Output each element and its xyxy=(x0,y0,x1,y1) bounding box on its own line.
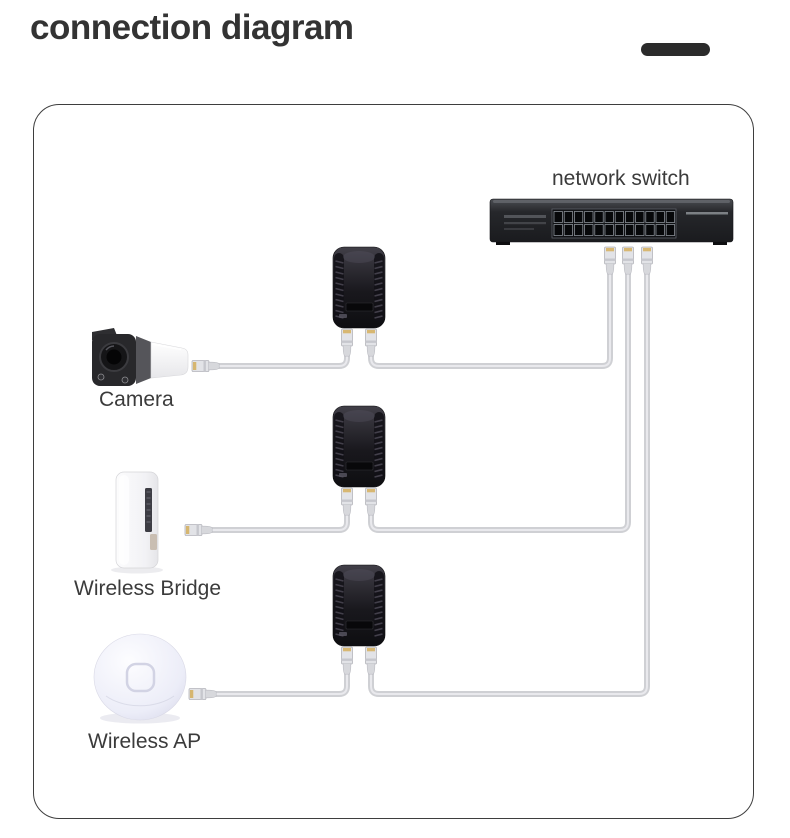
rj45-connector-icon xyxy=(341,328,353,357)
ethernet-cable xyxy=(368,270,650,697)
rj45-connector-icon xyxy=(341,646,353,675)
page-title: connection diagram xyxy=(30,8,354,47)
rj45-connector-icon xyxy=(604,246,616,275)
wireless-ap-label: Wireless AP xyxy=(88,730,202,753)
ethernet-cable xyxy=(214,350,350,369)
poe-injector-icon xyxy=(332,405,386,488)
ethernet-cables xyxy=(208,270,650,697)
wireless-bridge-icon xyxy=(111,471,163,574)
wireless-bridge-label: Wireless Bridge xyxy=(74,577,222,600)
rj45-connector-icon xyxy=(365,487,377,516)
switch-spec-mark xyxy=(686,212,728,215)
poe-injector-icon xyxy=(332,564,386,647)
cable-highlight xyxy=(370,270,611,367)
network-switch-image xyxy=(489,198,734,245)
rj45-connector-icon xyxy=(191,360,220,372)
network-switch-label: network switch xyxy=(552,167,690,190)
rj45-connector-icon xyxy=(365,328,377,357)
switch-brand-mark xyxy=(504,215,546,218)
camera-icon xyxy=(92,328,189,386)
ethernet-cable xyxy=(368,270,613,369)
rj45-connector-icon xyxy=(188,688,217,700)
ethernet-cable xyxy=(208,511,350,533)
cable-highlight xyxy=(208,511,348,531)
wireless-ap-icon xyxy=(93,633,187,724)
switch-brand-mark xyxy=(504,228,534,230)
rj45-connector-icon xyxy=(641,246,653,275)
cable-highlight xyxy=(212,670,348,695)
cable-highlight xyxy=(214,350,348,367)
ethernet-cable xyxy=(368,270,631,533)
rj45-connector-icon xyxy=(365,646,377,675)
rj45-connector-icon xyxy=(184,524,213,536)
ethernet-cable xyxy=(212,670,350,697)
rj45-connectors xyxy=(184,246,653,700)
camera-label: Camera xyxy=(99,388,174,411)
cable-highlight xyxy=(370,270,648,695)
rj45-connector-icon xyxy=(341,487,353,516)
switch-brand-mark xyxy=(504,222,546,225)
cable-highlight xyxy=(370,270,629,531)
switch-ports xyxy=(553,211,675,236)
decorative-dash xyxy=(641,43,710,56)
poe-injector-icon xyxy=(332,246,386,329)
rj45-connector-icon xyxy=(622,246,634,275)
